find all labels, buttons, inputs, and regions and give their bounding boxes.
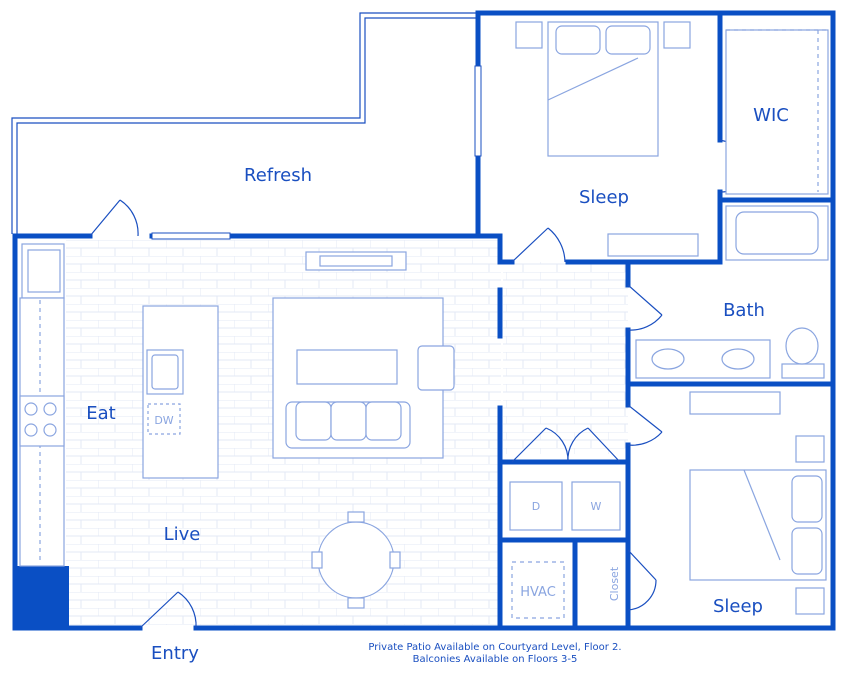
kitchen-island xyxy=(142,305,219,479)
patio-outline xyxy=(11,12,478,234)
dryer-label: D xyxy=(532,500,540,513)
column-block xyxy=(13,566,69,628)
dishwasher-label: DW xyxy=(154,414,173,427)
utility-fixtures xyxy=(509,481,621,619)
hvac-label: HVAC xyxy=(520,585,556,600)
washer-label: W xyxy=(591,500,602,513)
windows xyxy=(151,65,482,240)
note-patio: Private Patio Available on Courtyard Lev… xyxy=(368,642,622,653)
room-label-eat: Eat xyxy=(86,403,115,424)
kitchen-counter xyxy=(19,243,65,567)
room-label-sleep-2: Sleep xyxy=(713,596,763,617)
room-label-live: Live xyxy=(164,524,201,545)
walls xyxy=(12,10,836,631)
room-label-entry: Entry xyxy=(151,643,199,664)
room-label-refresh: Refresh xyxy=(244,165,312,186)
bath-fixtures xyxy=(635,205,829,379)
hall-floor xyxy=(503,262,628,454)
room-label-sleep-1: Sleep xyxy=(579,187,629,208)
room-label-wic: WIC xyxy=(753,105,789,126)
bedroom-2-furniture xyxy=(689,391,827,615)
room-label-bath: Bath xyxy=(723,300,765,321)
bedroom-1-furniture xyxy=(515,21,829,257)
closet-label: Closet xyxy=(608,566,621,601)
note-balconies: Balconies Available on Floors 3-5 xyxy=(412,654,578,665)
living-furniture xyxy=(272,251,455,609)
